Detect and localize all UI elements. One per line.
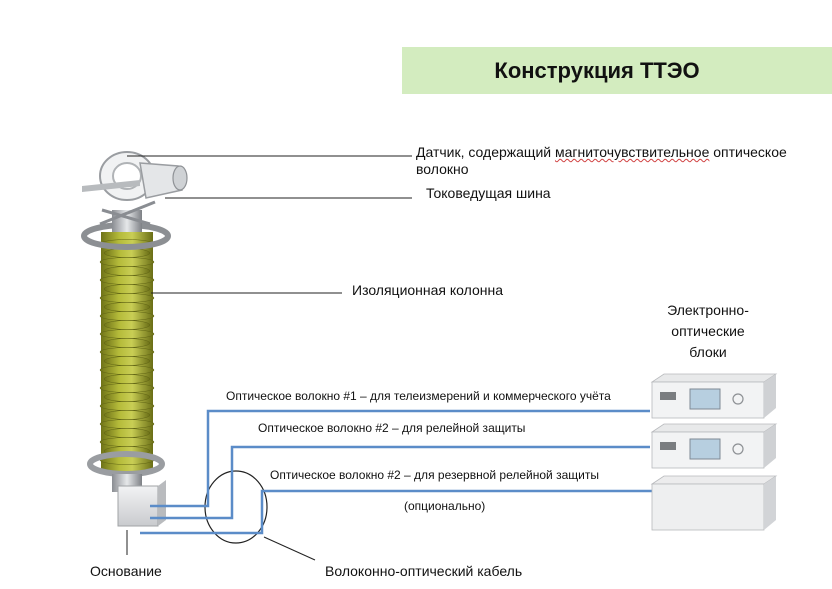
- sensor-label-part2: магниточувствительное: [554, 144, 710, 160]
- insulator-shed: [103, 284, 151, 294]
- insulator-shed: [103, 374, 151, 384]
- insulator-shed: [99, 365, 155, 375]
- insulator-shed: [99, 329, 155, 339]
- fiber-3-label: Оптическое волокно #2 – для резервной ре…: [270, 468, 599, 482]
- insulator-shed: [103, 266, 151, 276]
- insulator-shed: [99, 275, 155, 285]
- busbar-graphic: [82, 180, 140, 192]
- electronic-unit-2: [650, 423, 778, 469]
- insulator-shed: [99, 419, 155, 429]
- cable-label: Волоконно-оптический кабель: [325, 563, 523, 579]
- insulator-column: [99, 232, 155, 472]
- insulator-shed: [103, 356, 151, 366]
- optional-label: (опционально): [404, 499, 486, 513]
- sensor-label-line2: волокно: [416, 161, 469, 177]
- fiber-lines: [140, 409, 652, 535]
- fiber-2-label: Оптическое волокно #2 – для релейной защ…: [258, 421, 526, 435]
- insulator-shed: [99, 437, 155, 447]
- insulator-shed: [99, 293, 155, 303]
- insulator-shed: [99, 257, 155, 267]
- title-banner: Конструкция ТТЭО: [402, 47, 832, 94]
- units-label-line1: Электронно-: [667, 302, 749, 318]
- insulator-shed: [103, 302, 151, 312]
- unit-2-display: [689, 438, 721, 460]
- units-label-line3: блоки: [689, 344, 727, 360]
- sensor-label: Датчик, содержащий магниточувствительное…: [416, 144, 787, 178]
- busbar-label: Токоведущая шина: [426, 185, 551, 201]
- insulator-shed: [99, 401, 155, 411]
- electronic-unit-3-optional: [650, 475, 778, 531]
- sensor-label-part3: оптическое: [709, 144, 787, 160]
- units-label-line2: оптические: [671, 323, 745, 339]
- insulator-shed: [103, 410, 151, 420]
- insulator-shed: [99, 347, 155, 357]
- fiber-3-line: [140, 489, 652, 535]
- fiber-1-label: Оптическое волокно #1 – для телеизмерени…: [226, 389, 611, 403]
- insulator-shed: [99, 311, 155, 321]
- sensor-head: [82, 151, 188, 232]
- base-pedestal: [112, 474, 166, 527]
- fiber-2-line: [150, 445, 650, 520]
- electronic-unit-1: [650, 373, 778, 419]
- unit-1-display: [689, 388, 721, 410]
- page-title: Конструкция ТТЭО: [494, 57, 700, 83]
- units-label: Электронно- оптические блоки: [646, 300, 770, 363]
- insulator-shed: [103, 338, 151, 348]
- insulator-shed: [103, 320, 151, 330]
- insulator-shed: [99, 383, 155, 393]
- leader-lines: [126, 155, 412, 561]
- sensor-label-part1: Датчик, содержащий: [416, 144, 555, 160]
- insulator-shed: [103, 428, 151, 438]
- fiber-1-line: [150, 409, 650, 508]
- insulator-shed: [103, 392, 151, 402]
- cable-leader: [263, 536, 316, 561]
- base-label: Основание: [90, 563, 162, 579]
- column-label: Изоляционная колонна: [352, 282, 504, 298]
